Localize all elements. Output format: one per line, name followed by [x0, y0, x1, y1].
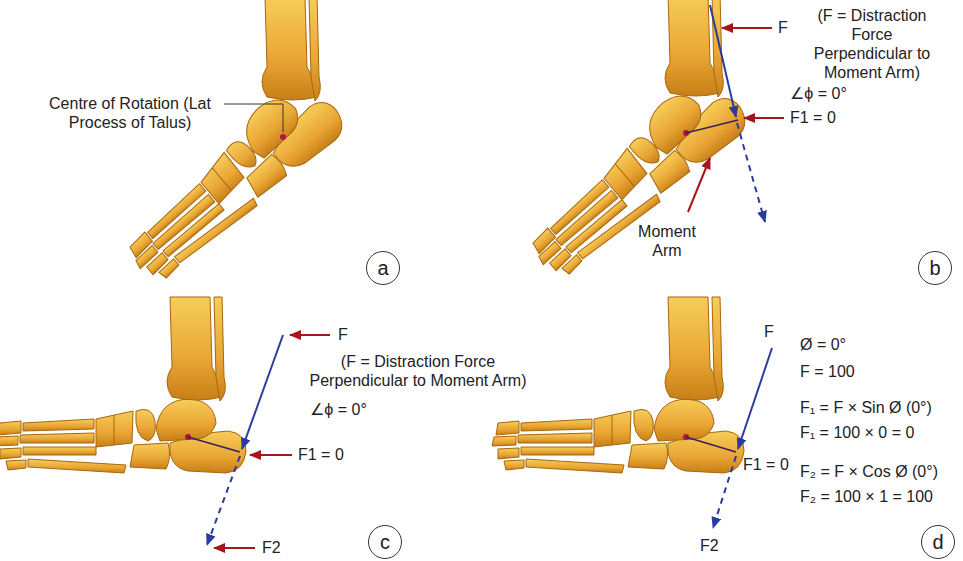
- force-label: F2: [700, 536, 719, 555]
- panel-letter-circle: b: [918, 251, 952, 285]
- callout-label: Moment Arm: [632, 222, 702, 260]
- angle-label: ∠ϕ = 0°: [790, 84, 847, 103]
- force-label: F: [764, 322, 774, 341]
- panel-letter-circle: a: [366, 251, 400, 285]
- value-label: F = 100: [800, 362, 855, 381]
- formula-text: F₂ = F × Cos Ø (0°): [800, 462, 938, 481]
- force-label: F: [778, 18, 788, 37]
- panel-letter-circle: d: [921, 525, 955, 559]
- callout-label: Centre of Rotation (Lat Process of Talus…: [40, 94, 220, 132]
- panel-letter-circle: c: [368, 525, 402, 559]
- force-label: F: [338, 325, 348, 344]
- note-text: (F = Distraction Force Perpendicular to …: [298, 352, 538, 390]
- panel-letter: c: [380, 532, 390, 552]
- angle-label: Ø = 0°: [800, 335, 846, 354]
- note-text: (F = Distraction Force Perpendicular to …: [808, 6, 936, 82]
- force-label: F1 = 0: [298, 445, 344, 464]
- panel-letter: b: [929, 258, 940, 278]
- formula-text: F₁ = 100 × 0 = 0: [800, 423, 914, 442]
- angle-label: ∠ϕ = 0°: [310, 400, 367, 419]
- panel-letter: d: [932, 532, 943, 552]
- panel-letter: a: [377, 258, 388, 278]
- force-label: F1 = 0: [790, 108, 836, 127]
- formula-text: F₁ = F × Sin Ø (0°): [800, 398, 932, 417]
- force-label: F1 = 0: [743, 455, 789, 474]
- force-label: F2: [262, 538, 281, 557]
- formula-text: F₂ = 100 × 1 = 100: [800, 487, 933, 506]
